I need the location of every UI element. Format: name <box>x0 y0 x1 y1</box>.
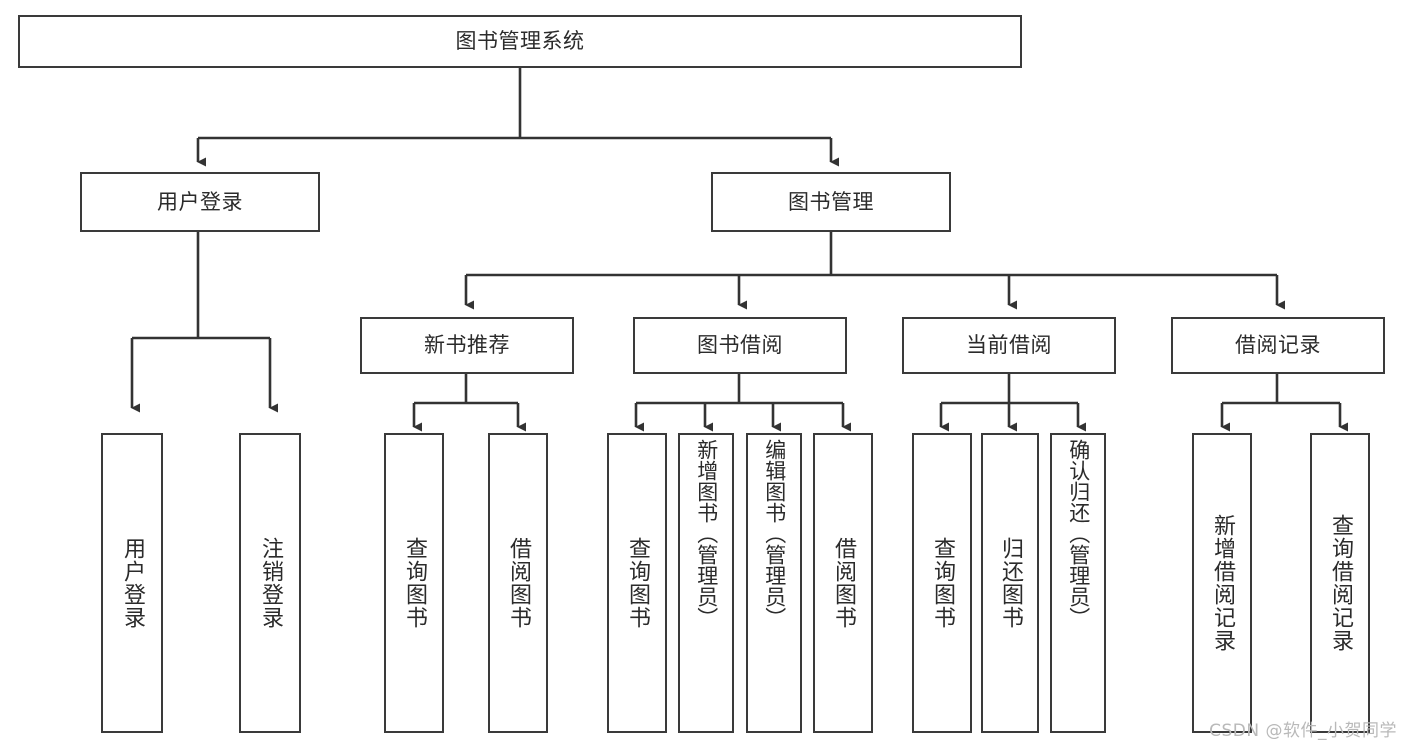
node-label: 注销登录 <box>257 537 283 629</box>
node-new-book-recommend[interactable]: 新书推荐 <box>360 317 574 374</box>
node-label: 借阅图书 <box>505 537 531 629</box>
node-label: 归还图书 <box>997 537 1023 629</box>
node-root-book-management-system[interactable]: 图书管理系统 <box>18 15 1022 68</box>
node-leaf-confirm-return-admin[interactable]: 确认归还（管理员） <box>1050 433 1106 733</box>
node-leaf-query-book-new-recommend[interactable]: 查询图书 <box>384 433 444 733</box>
node-leaf-edit-book-admin[interactable]: 编辑图书（管理员） <box>746 433 802 733</box>
node-borrow-record[interactable]: 借阅记录 <box>1171 317 1385 374</box>
node-book-management[interactable]: 图书管理 <box>711 172 951 232</box>
node-leaf-add-borrow-record[interactable]: 新增借阅记录 <box>1192 433 1252 733</box>
node-user-login[interactable]: 用户登录 <box>80 172 320 232</box>
node-label: 用户登录 <box>157 189 243 214</box>
node-leaf-query-book-current[interactable]: 查询图书 <box>912 433 972 733</box>
node-current-borrow[interactable]: 当前借阅 <box>902 317 1116 374</box>
node-label: 查询图书 <box>929 537 955 629</box>
node-label: 借阅图书 <box>830 537 856 629</box>
node-book-borrow[interactable]: 图书借阅 <box>633 317 847 374</box>
node-leaf-return-book[interactable]: 归还图书 <box>981 433 1039 733</box>
node-label: 查询借阅记录 <box>1327 514 1353 652</box>
node-label: 图书管理 <box>788 189 874 214</box>
node-leaf-user-login[interactable]: 用户登录 <box>101 433 163 733</box>
node-leaf-borrow-book-borrow[interactable]: 借阅图书 <box>813 433 873 733</box>
node-label: 编辑图书（管理员） <box>762 439 787 628</box>
node-leaf-borrow-book-new-recommend[interactable]: 借阅图书 <box>488 433 548 733</box>
node-label: 图书管理系统 <box>455 29 585 54</box>
node-label: 当前借阅 <box>966 333 1052 358</box>
node-leaf-query-book-borrow[interactable]: 查询图书 <box>607 433 667 733</box>
node-label: 图书借阅 <box>697 333 783 358</box>
node-leaf-logout[interactable]: 注销登录 <box>239 433 301 733</box>
node-label: 查询图书 <box>401 537 427 629</box>
node-label: 新书推荐 <box>424 333 510 358</box>
node-label: 用户登录 <box>119 537 145 629</box>
csdn-watermark: CSDN @软件_小贺同学 <box>1209 721 1397 741</box>
node-leaf-add-book-admin[interactable]: 新增图书（管理员） <box>678 433 734 733</box>
node-label: 新增借阅记录 <box>1209 514 1235 652</box>
node-label: 确认归还（管理员） <box>1066 439 1091 628</box>
node-label: 借阅记录 <box>1235 333 1321 358</box>
node-leaf-query-borrow-record[interactable]: 查询借阅记录 <box>1310 433 1370 733</box>
node-label: 查询图书 <box>624 537 650 629</box>
node-label: 新增图书（管理员） <box>694 439 719 628</box>
